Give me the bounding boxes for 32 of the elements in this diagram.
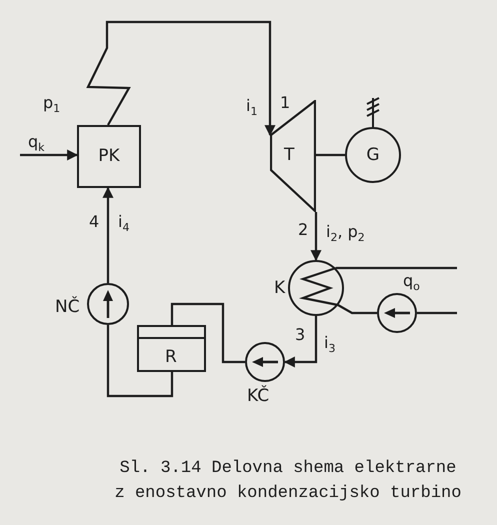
node-label: T: [284, 147, 294, 164]
point-label: i$_{3}$: [324, 335, 336, 354]
generator-circle: [345, 127, 401, 183]
pipe-line: [417, 312, 457, 314]
state-label: q$_{o}$: [403, 273, 420, 292]
tank-box: [137, 325, 206, 372]
point-label: 4: [89, 214, 100, 230]
point-label: i$_{2}$, p$_{2}$: [326, 224, 365, 244]
edge-label: q$_{k}$: [28, 134, 45, 154]
point-label: 1: [280, 95, 290, 111]
state-label: p$_{1}$: [43, 95, 60, 114]
pump-circle: [377, 293, 417, 333]
pipe-line: [170, 302, 245, 364]
pipe-line: [106, 325, 174, 398]
flow-arrow: [102, 186, 114, 283]
pipe-line: [316, 154, 345, 156]
point-label: i$_{1}$: [246, 98, 258, 118]
flow-arrow: [20, 150, 78, 160]
pipe-line: [337, 304, 377, 314]
node-label: PK: [98, 148, 120, 165]
node-label: G: [366, 146, 380, 164]
pipe-line: [336, 266, 457, 270]
node-label: K: [274, 280, 286, 297]
flow-arrow: [310, 212, 322, 262]
flow-arrow: [86, 20, 276, 136]
node-label: R: [165, 349, 177, 366]
flow-arrow: [284, 316, 318, 368]
point-label: 2: [298, 222, 308, 238]
boiler-box: [77, 125, 141, 188]
point-label: i$_{4}$: [118, 214, 130, 234]
figure-caption: Sl. 3.14 Delovna shema elektrarne z enostavno kondenzacijsko turbino: [114, 458, 462, 505]
point-label: 3: [295, 327, 306, 343]
